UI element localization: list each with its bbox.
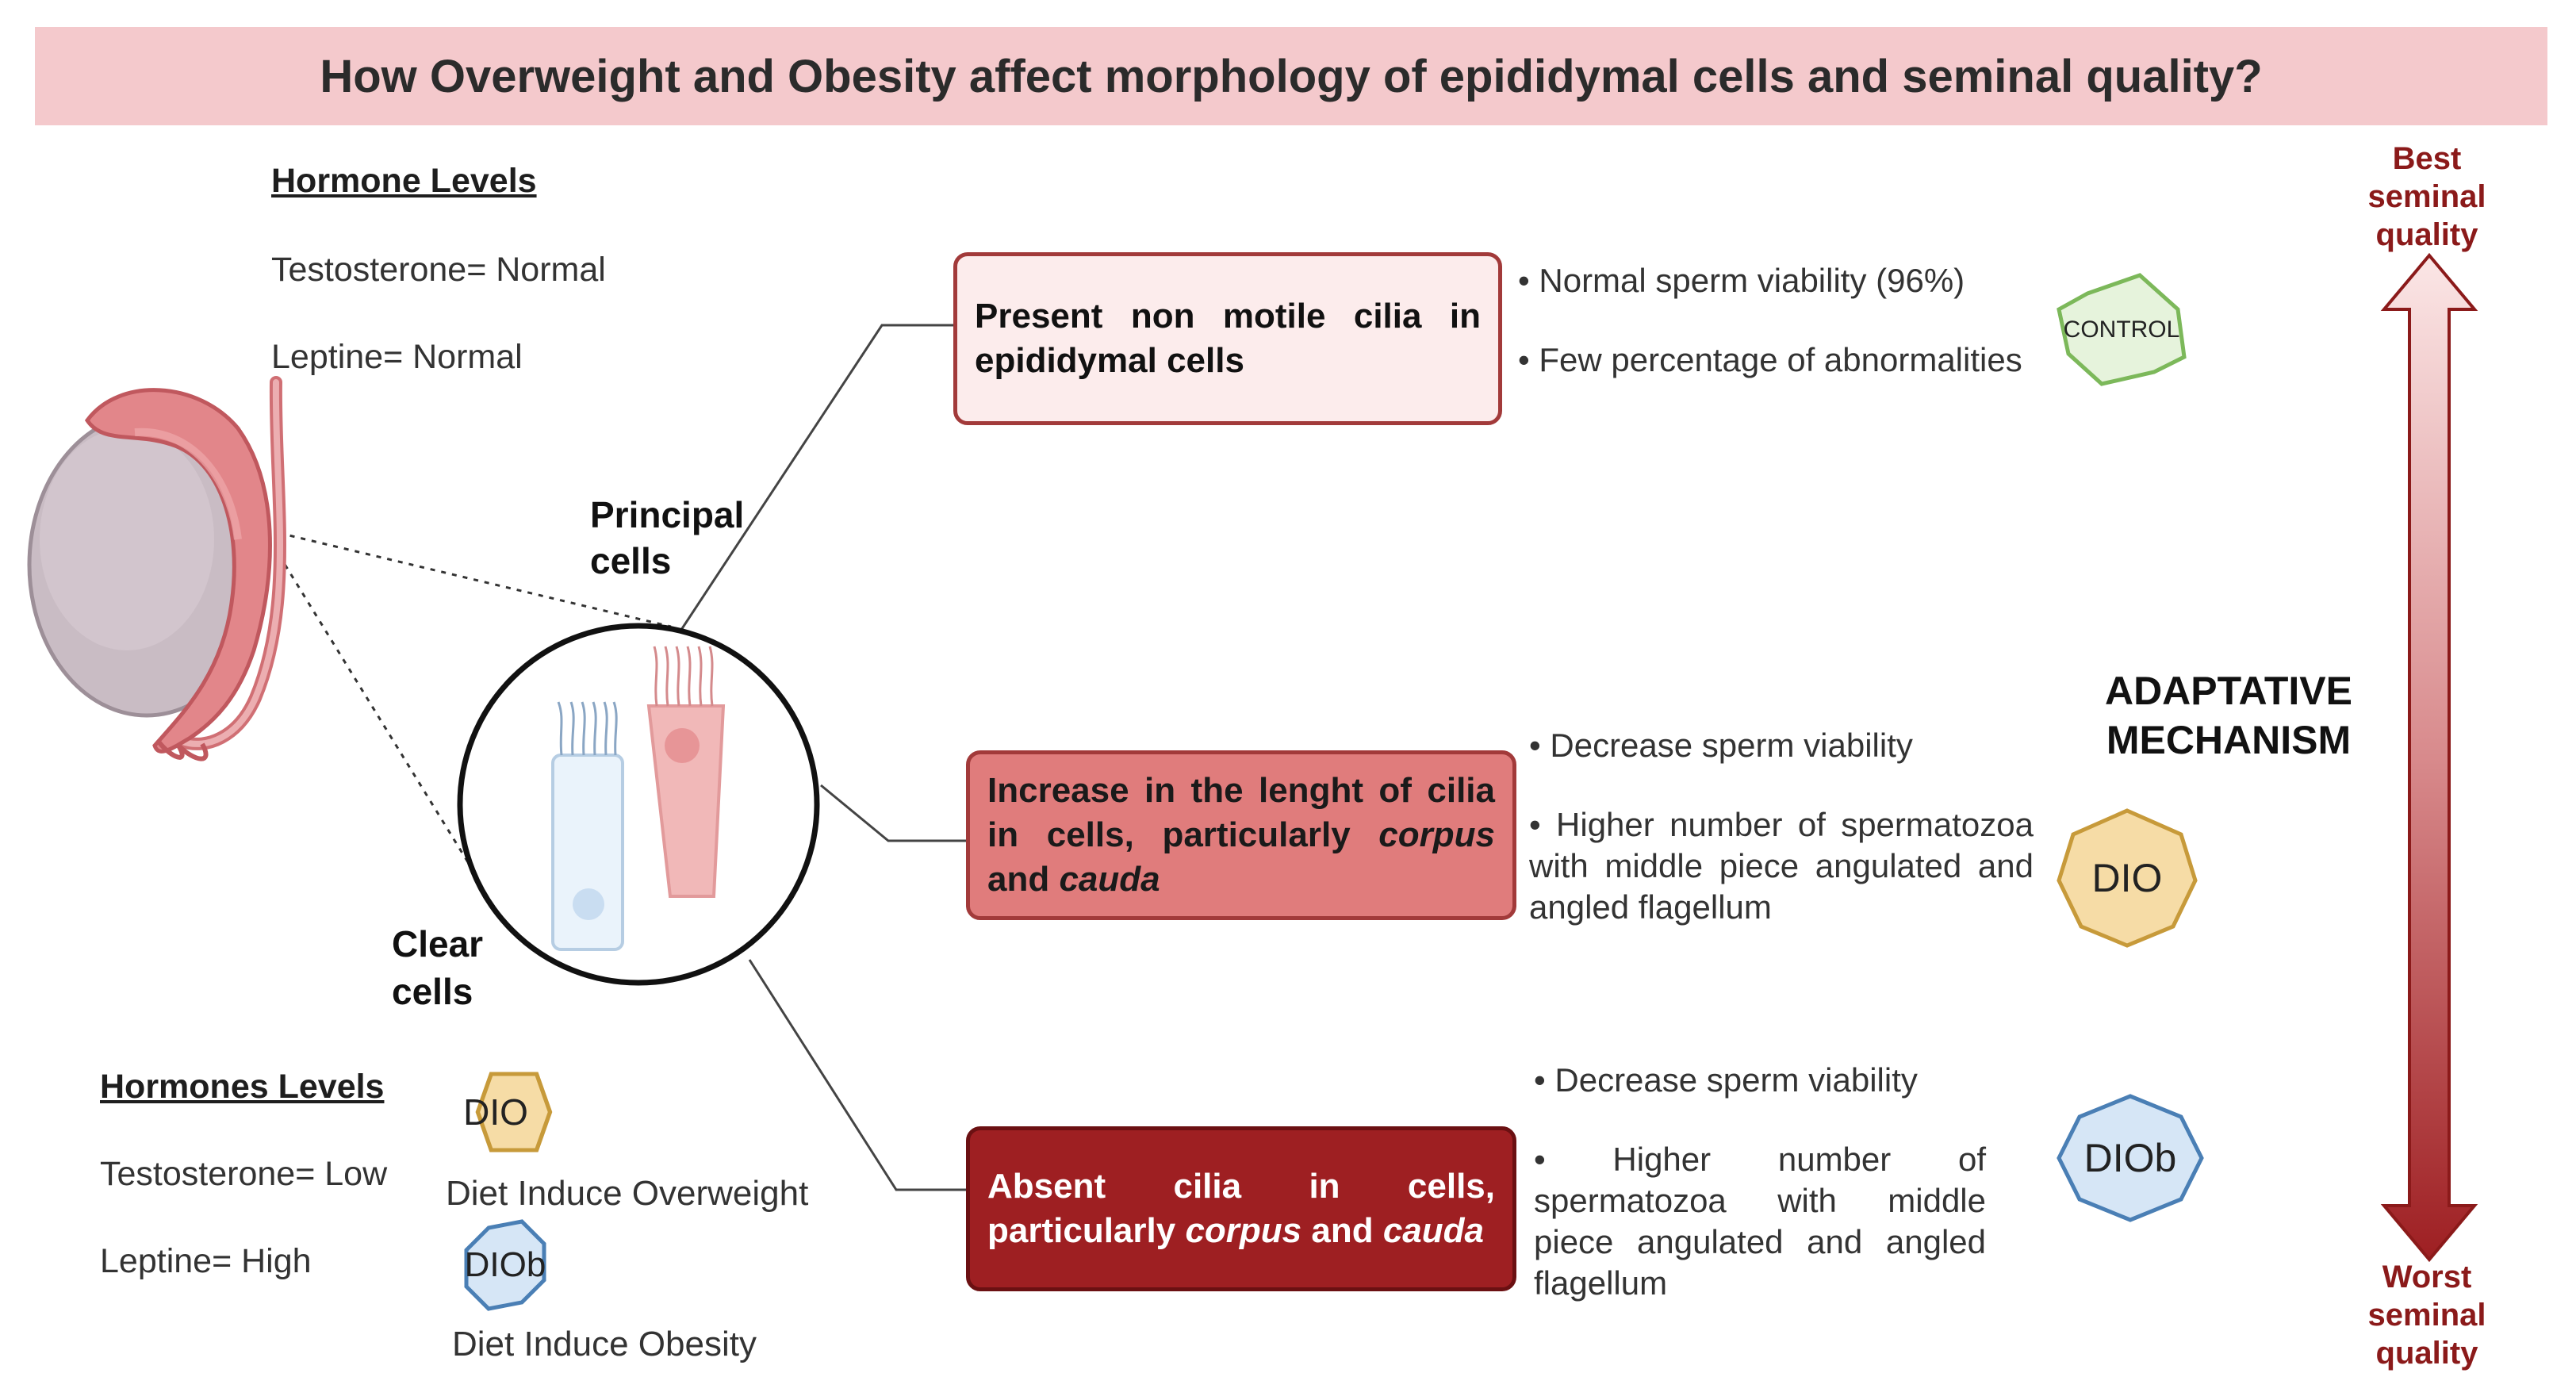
dio-bullet-abnormalities: • Higher number of spermatozoa with midd… — [1529, 806, 2034, 926]
control-bullet-viability: • Normal sperm viability (96%) — [1518, 262, 1965, 299]
diob-badge-shape — [2057, 1094, 2204, 1222]
control-cilia-box: Present non motile cilia in epididymal c… — [953, 252, 1502, 425]
hormones-levels-heading: Hormones Levels — [100, 1068, 385, 1106]
dio-badge-shape — [2057, 808, 2198, 948]
adaptative-mechanism-label: ADAPTATIVE MECHANISM — [2104, 669, 2353, 762]
title-banner — [35, 27, 2547, 125]
diob-cilia-box: Absent cilia in cells, particularly corp… — [966, 1126, 1516, 1291]
dio-badge: DIO — [2091, 856, 2163, 900]
zoom-dotted-lines — [278, 531, 672, 873]
diob-bullet-abnormalities: • Higher number of spermatozoa with midd… — [1534, 1141, 1986, 1302]
dio-bullet-viability: • Decrease sperm viability — [1529, 727, 1913, 764]
connector-lines — [677, 324, 966, 1191]
testosterone-low-text: Testosterone= Low — [100, 1155, 388, 1193]
legend-dio-badge: DIO — [463, 1091, 528, 1133]
leptine-high-text: Leptine= High — [100, 1242, 312, 1280]
control-badge-shape — [2057, 273, 2187, 386]
legend-diob-description: Diet Induce Obesity — [452, 1325, 757, 1363]
principal-cells-label: Principal cells — [590, 494, 745, 581]
control-bullet-abnormalities: • Few percentage of abnormalities — [1518, 341, 2022, 378]
dio-cilia-box: Increase in the lenght of cilia in cells… — [966, 750, 1516, 920]
best-seminal-quality-label: Best seminal quality — [2367, 141, 2486, 252]
testis-illustration — [27, 376, 286, 761]
cell-magnification-circle — [457, 623, 820, 986]
diob-badge: DIOb — [2083, 1136, 2177, 1180]
legend-diob-badge: DIOb — [464, 1245, 546, 1284]
legend-dio-badge-shape — [475, 1072, 553, 1152]
seminal-quality-arrow — [2380, 252, 2478, 1263]
leptine-normal-text: Leptine= Normal — [271, 338, 523, 376]
control-badge: CONTROL — [2063, 316, 2180, 343]
legend-diob-badge-shape — [464, 1219, 546, 1311]
legend-dio-description: Diet Induce Overweight — [446, 1174, 809, 1213]
hormone-levels-heading: Hormone Levels — [271, 162, 537, 200]
testosterone-normal-text: Testosterone= Normal — [271, 251, 606, 289]
diob-bullet-viability: • Decrease sperm viability — [1534, 1061, 1918, 1099]
page-title: How Overweight and Obesity affect morpho… — [320, 50, 2263, 102]
worst-seminal-quality-label: Worst seminal quality — [2367, 1260, 2486, 1371]
clear-cells-label: Clear cells — [392, 923, 484, 1012]
